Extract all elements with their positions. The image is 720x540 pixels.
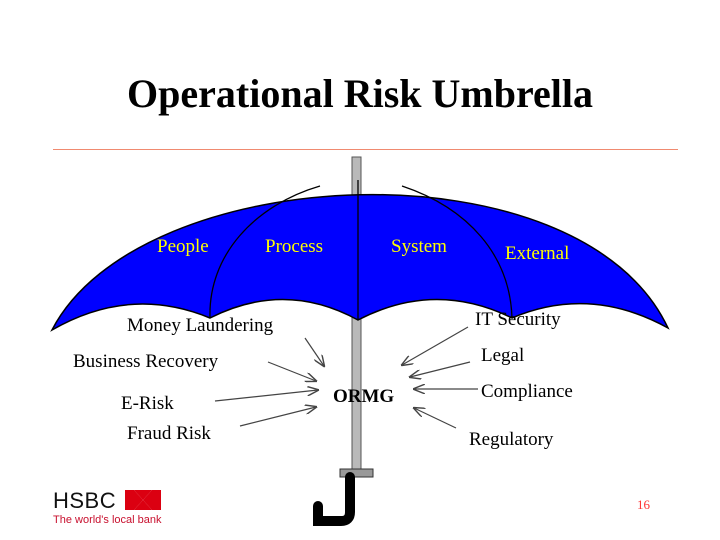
arrow-regulatory <box>414 408 457 429</box>
umbrella-handle-collar <box>339 468 374 478</box>
slide-title: Operational Risk Umbrella <box>127 71 593 116</box>
logo-tagline: The world's local bank <box>53 514 162 526</box>
risk-compliance: Compliance <box>481 381 573 402</box>
umbrella-handle <box>313 472 355 526</box>
arrow-legal <box>410 361 471 377</box>
arrow-it-security <box>402 326 469 365</box>
logo-wordmark: HSBC <box>53 488 117 513</box>
hsbc-logo: HSBC <box>53 488 116 514</box>
arrow-e-risk <box>214 390 318 402</box>
risk-regulatory: Regulatory <box>469 429 554 450</box>
risk-it-security: IT Security <box>475 309 561 330</box>
arrow-money-laundering <box>304 337 324 366</box>
canopy-rib-left <box>209 185 321 319</box>
risk-business-recovery: Business Recovery <box>73 351 219 372</box>
category-external: External <box>505 243 570 264</box>
risk-fraud-risk: Fraud Risk <box>127 423 211 444</box>
category-system: System <box>391 236 447 257</box>
title-divider <box>53 149 678 150</box>
hsbc-hexagon-icon <box>125 490 161 510</box>
risk-e-risk: E-Risk <box>121 393 174 414</box>
category-process: Process <box>265 236 324 257</box>
arrow-business-recovery <box>267 361 316 381</box>
risk-money-laundering: Money Laundering <box>127 315 274 336</box>
center-label: ORMG <box>333 386 395 407</box>
canopy-rib-right <box>401 185 513 319</box>
arrow-fraud-risk <box>239 407 316 427</box>
risk-legal: Legal <box>481 345 525 366</box>
umbrella-canopy <box>50 193 670 332</box>
page-number: 16 <box>637 497 650 512</box>
category-people: People <box>157 236 209 257</box>
